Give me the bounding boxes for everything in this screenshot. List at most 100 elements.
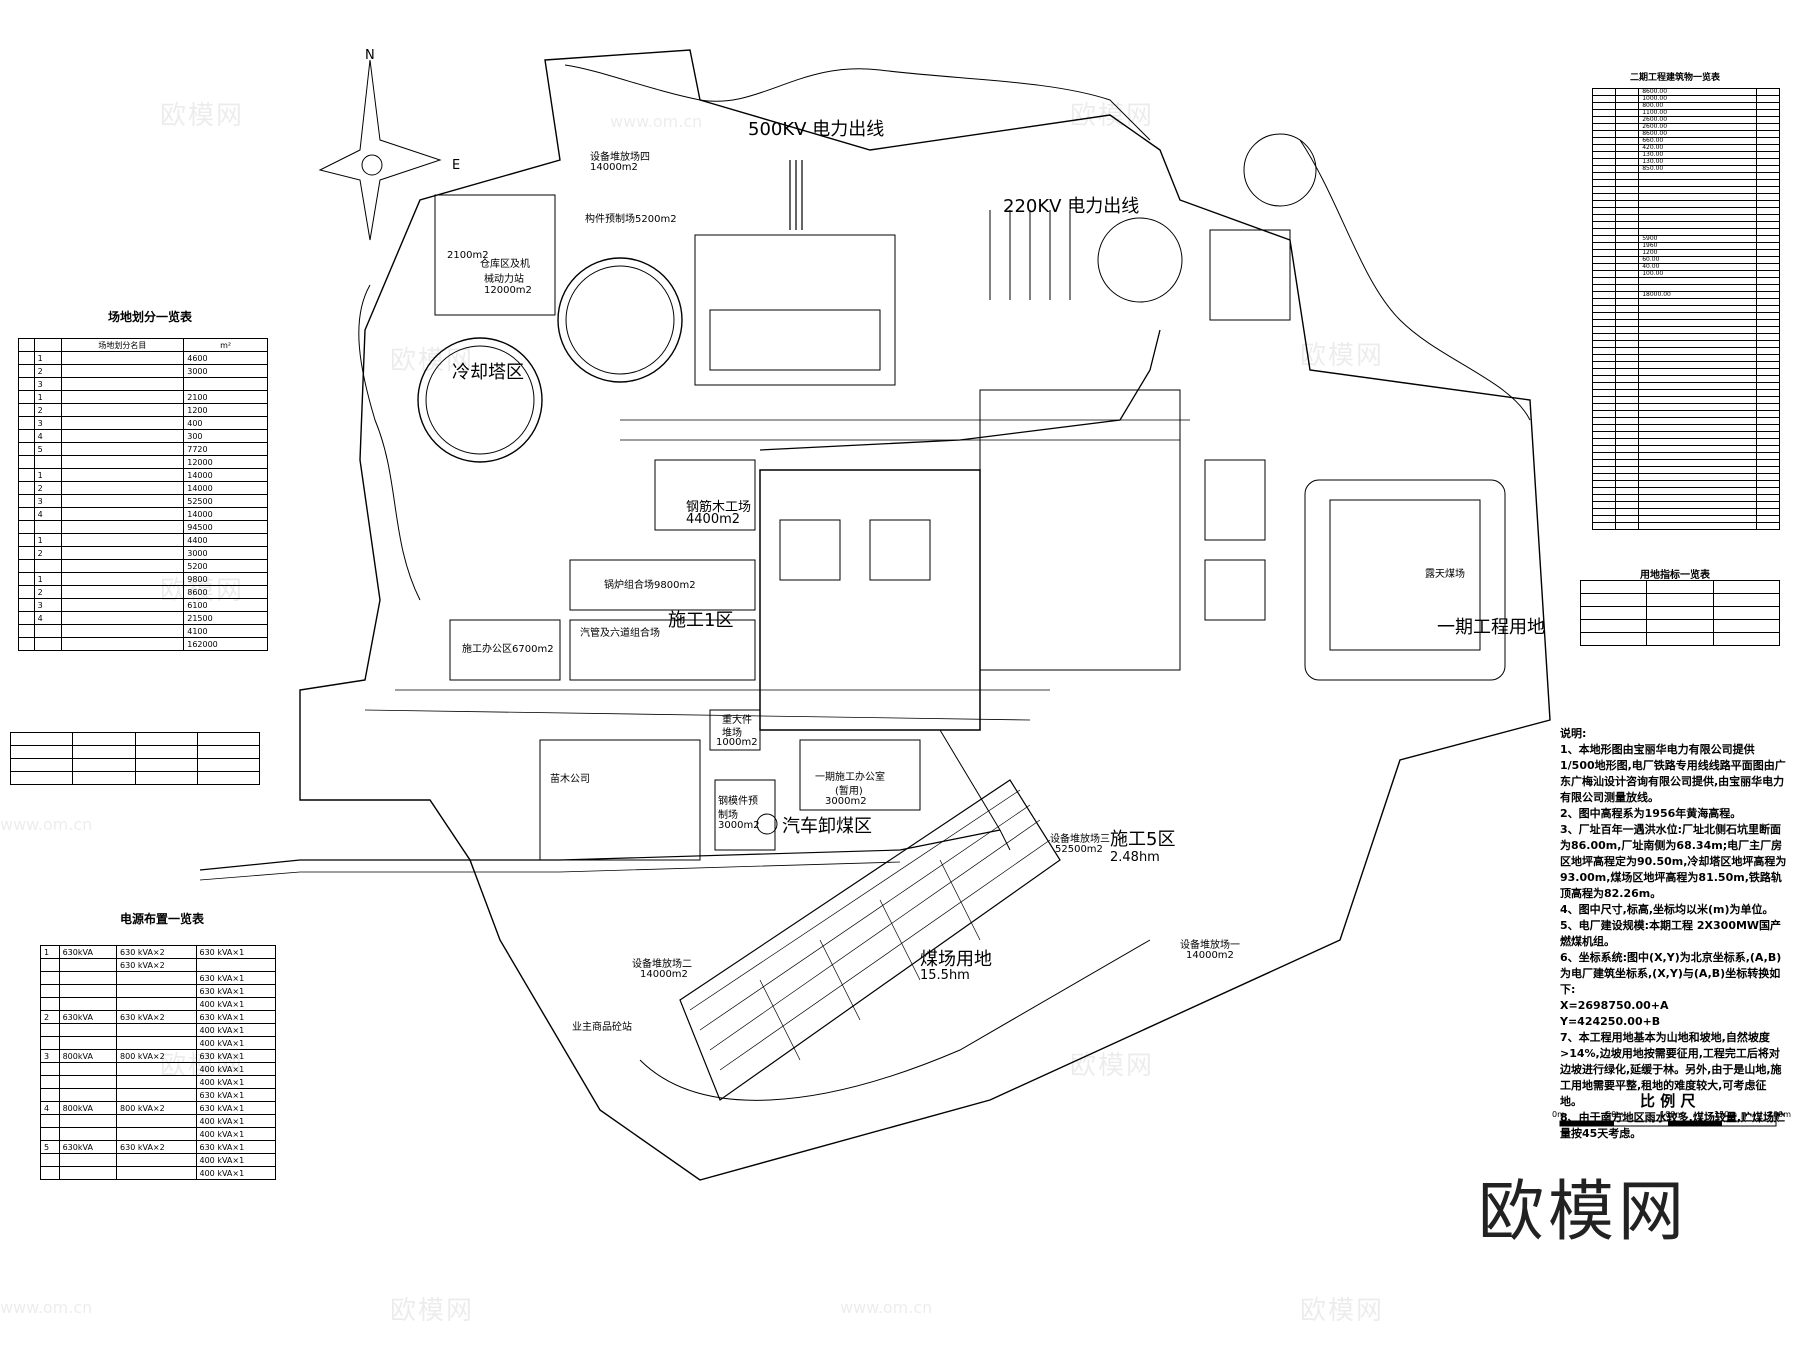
buildings-table-cell (1591, 410, 1617, 418)
buildings-table-cell (1615, 298, 1640, 306)
buildings-table-row: 1200 (1591, 249, 1781, 257)
coal-yard-outline (679, 779, 1061, 1101)
buildings-table-cell (1638, 354, 1757, 362)
buildings-table-cell (1615, 396, 1640, 404)
buildings-table-cell (1615, 466, 1640, 474)
buildings-table-row (1591, 186, 1781, 194)
buildings-table-cell (1615, 200, 1640, 208)
site-table-cell (60, 546, 185, 560)
buildings-table-cell (1638, 186, 1757, 194)
note-item: 5、电厂建设规模:本期工程 2X300MW国产燃煤机组。 (1560, 919, 1782, 948)
power-table-cell (40, 1153, 60, 1167)
site-table-row: 4 300 (18, 429, 268, 443)
power-table-cell: 630kVA (58, 1010, 118, 1024)
site-table-row: 3 (18, 377, 268, 391)
buildings-table-cell (1638, 494, 1757, 502)
buildings-table-cell (1615, 284, 1640, 292)
power-table-row: 630 kVA×1 (40, 984, 276, 998)
buildings-table-cell (1591, 459, 1617, 467)
buildings-table-cell (1591, 515, 1617, 523)
power-table-cell: 1 (40, 945, 60, 959)
buildings-table-cell (1591, 333, 1617, 341)
power-table-row: 400 kVA×1 (40, 1166, 276, 1180)
buildings-table-row: 8600.00 (1591, 130, 1781, 138)
road (364, 689, 1050, 721)
site-table-cell: 4 (33, 429, 62, 443)
site-table-cell (18, 520, 35, 534)
buildings-table-cell (1615, 95, 1640, 103)
note-item: X=2698750.00+A (1560, 999, 1669, 1012)
cooling-tower-inner (565, 265, 675, 375)
buildings-table-cell (1591, 368, 1617, 376)
buildings-table-row (1591, 452, 1781, 460)
buildings-table-cell (1638, 333, 1757, 341)
power-table-cell: 630kVA (58, 945, 118, 959)
buildings-table-cell (1615, 326, 1640, 334)
buildings-table-cell (1615, 123, 1640, 131)
concrete-block (714, 779, 776, 851)
site-table-cell (60, 507, 185, 521)
buildings-table-row (1591, 305, 1781, 313)
site-table-title: 场地划分一览表 (108, 310, 193, 324)
power-table-cell (116, 1166, 197, 1180)
buildings-table-row: 60.00 (1591, 256, 1781, 264)
buildings-table-cell (1755, 291, 1781, 299)
power-table-row: 630 kVA×2 (40, 958, 276, 972)
buildings-table-row (1591, 333, 1781, 341)
site-table-header-cell (33, 338, 62, 352)
site-table-cell (33, 637, 62, 651)
buildings-table-cell (1615, 214, 1640, 222)
buildings-table-cell (1755, 158, 1781, 166)
buildings-table-cell (1591, 424, 1617, 432)
label-steel-area: 4400m2 (686, 512, 741, 527)
buildings-table-cell (1591, 144, 1617, 152)
power-table-cell (40, 1036, 60, 1050)
buildings-table-cell (1755, 235, 1781, 243)
buildings-table-cell (1615, 249, 1640, 257)
buildings-table-cell (1755, 480, 1781, 488)
buildings-table-cell (1615, 165, 1640, 173)
compass-east-label: E (452, 158, 461, 173)
legend-table-cell (196, 758, 261, 772)
site-table-cell: 7720 (183, 442, 268, 456)
buildings-table-row (1591, 424, 1781, 432)
site-boundary (299, 49, 1551, 1181)
buildings-table-cell (1591, 200, 1617, 208)
buildings-table-row (1591, 179, 1781, 187)
legend-table-cell (134, 732, 198, 746)
power-table-cell: 400 kVA×1 (195, 1166, 276, 1180)
power-table-cell (40, 1062, 60, 1076)
site-table-cell: 4 (33, 611, 62, 625)
buildings-table-cell (1638, 417, 1757, 425)
note-item: 3、厂址百年一遇洪水位:厂址北侧石坑里断面为86.00m,厂址南侧为68.34m… (1560, 823, 1787, 900)
site-table-cell (60, 533, 185, 547)
site-table-cell (60, 377, 185, 391)
site-table-cell (18, 637, 35, 651)
site-table-cell (18, 559, 35, 573)
buildings-table-cell (1591, 417, 1617, 425)
buildings-table-row (1591, 431, 1781, 439)
power-table-cell: 630 kVA×2 (116, 958, 197, 972)
transmission-line-500kv (789, 160, 803, 230)
legend-table-cell (72, 758, 136, 772)
buildings-table-cell (1615, 340, 1640, 348)
buildings-table-row: 1100.00 (1591, 109, 1781, 117)
buildings-table-cell (1755, 340, 1781, 348)
site-table-cell: 300 (183, 429, 268, 443)
buildings-table-row (1591, 326, 1781, 334)
buildings-table-cell (1591, 466, 1617, 474)
buildings-table-cell (1615, 186, 1640, 194)
label-concrete2: 制场 (718, 810, 738, 821)
buildings-table-cell (1591, 431, 1617, 439)
power-table-row: 400 kVA×1 (40, 997, 276, 1011)
phase1-coal-yard (1304, 479, 1506, 681)
site-table-cell (18, 455, 35, 469)
power-table-row: 400 kVA×1 (40, 1153, 276, 1167)
buildings-table-cell (1755, 165, 1781, 173)
